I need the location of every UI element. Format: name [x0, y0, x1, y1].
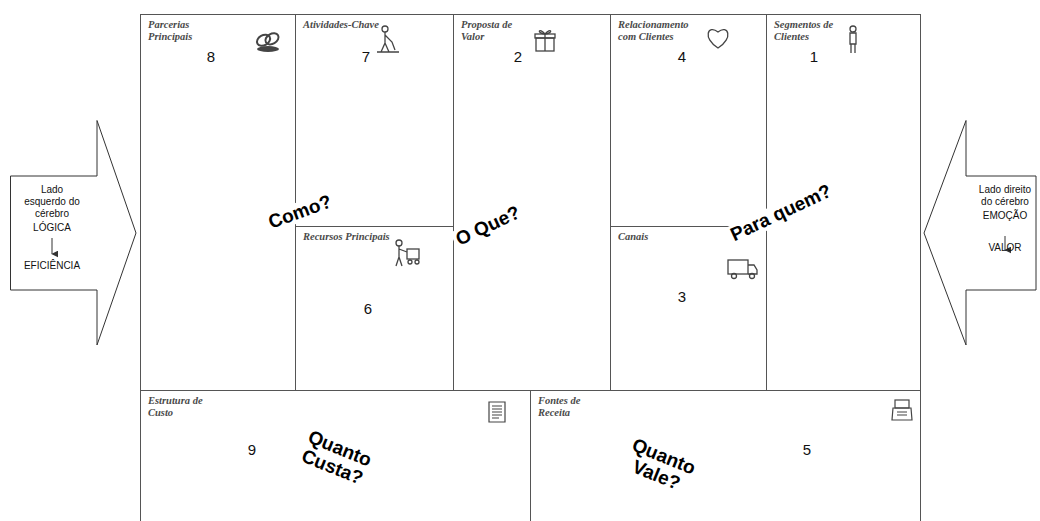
block-heading: Proposta de Valor — [461, 19, 525, 43]
callout-number: 5 — [803, 441, 811, 458]
callout-number: 9 — [248, 441, 256, 458]
brain-arrow: Lado esquerdo do cérebroLÓGICA EFICIÊNCIA — [10, 120, 137, 346]
block-heading: Fontes de Receita — [538, 395, 602, 419]
block-heading: Estrutura de Custo — [148, 395, 216, 419]
relationship-block: Relacionamento com Clientes 4 — [610, 14, 767, 227]
brain-side-text: Lado esquerdo do cérebro — [22, 184, 82, 220]
rings-icon — [255, 31, 281, 52]
block-heading: Relacionamento com Clientes — [618, 19, 700, 43]
person-icon — [850, 26, 856, 53]
brain-arrow: Lado direito do cérebroEMOÇÃO VALOR — [923, 120, 1037, 346]
brain-side-text: VALOR — [978, 242, 1032, 254]
heart-icon — [708, 30, 728, 48]
callout-number: 1 — [810, 48, 818, 65]
block-heading: Parcerias Principais — [148, 19, 220, 43]
arrow-outline — [924, 121, 1036, 346]
arrow-shape — [923, 120, 1037, 346]
block-heading: Segmentos de Clientes — [774, 19, 848, 43]
callout-number: 7 — [362, 48, 370, 65]
register-icon — [892, 400, 912, 420]
callout-number: 3 — [678, 288, 686, 305]
question-label: Para quem? — [725, 180, 837, 247]
down-arrow — [52, 236, 1005, 254]
truck-icon — [728, 260, 757, 279]
document-icon — [489, 402, 505, 422]
question-label: O Que? — [450, 201, 526, 251]
gift-icon — [535, 31, 555, 51]
callout-number: 2 — [514, 48, 522, 65]
brain-side-text: LÓGICA — [22, 222, 82, 234]
brain-side-text: EFICIÊNCIA — [22, 260, 82, 272]
question-label: Quanto Vale? — [613, 431, 708, 500]
channels-block: Canais 3 — [610, 226, 767, 391]
brain-side-text: EMOÇÃO — [978, 210, 1032, 222]
question-label: Quanto Custa? — [289, 423, 384, 492]
arrow-outline — [11, 121, 137, 346]
question-label: Como? — [263, 190, 337, 233]
callout-number: 4 — [678, 48, 686, 65]
worker-icon — [377, 26, 399, 52]
cart-icon — [396, 240, 419, 266]
callout-number: 6 — [364, 300, 372, 317]
block-heading: Recursos Principais — [303, 231, 433, 243]
block-heading: Canais — [618, 231, 728, 243]
arrow-shape — [10, 120, 137, 346]
revenue-block: Fontes de Receita 5 — [530, 390, 921, 521]
brain-side-text: Lado direito do cérebro — [978, 184, 1032, 208]
value-block: Proposta de Valor 2 — [453, 14, 611, 391]
resources-block: Recursos Principais 6 — [295, 226, 454, 391]
partners-block: Parcerias Principais 8 — [140, 14, 296, 391]
callout-number: 8 — [207, 48, 215, 65]
block-heading: Atividades-Chave — [303, 19, 413, 31]
